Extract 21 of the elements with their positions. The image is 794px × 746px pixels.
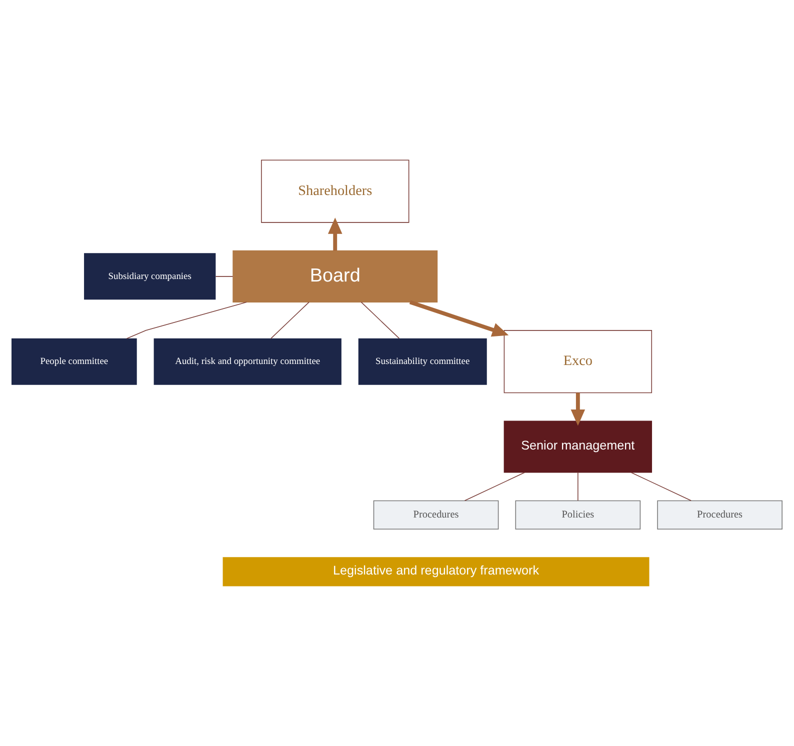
connector (630, 472, 692, 502)
node-box: Subsidiary companies (84, 253, 216, 300)
node-box: Procedures (657, 500, 782, 530)
node-box: Audit, risk and opportunity committee (154, 338, 342, 385)
connector (215, 276, 234, 277)
node-box: Procedures (373, 500, 499, 530)
node-box: Exco (504, 330, 652, 394)
node-box: People committee (12, 338, 137, 385)
connector (360, 302, 400, 339)
node-box: Board (232, 250, 438, 302)
arrow (570, 392, 586, 426)
node-box: Policies (515, 500, 641, 530)
node-box: Shareholders (261, 160, 410, 223)
connector (464, 472, 526, 502)
node-box: Sustainability committee (358, 338, 487, 385)
connector (126, 302, 247, 339)
node-box: Legislative and regulatory framework (222, 557, 650, 586)
arrow (328, 218, 342, 251)
node-box: Senior management (504, 420, 652, 473)
connector (270, 302, 310, 339)
arrow (409, 300, 509, 337)
